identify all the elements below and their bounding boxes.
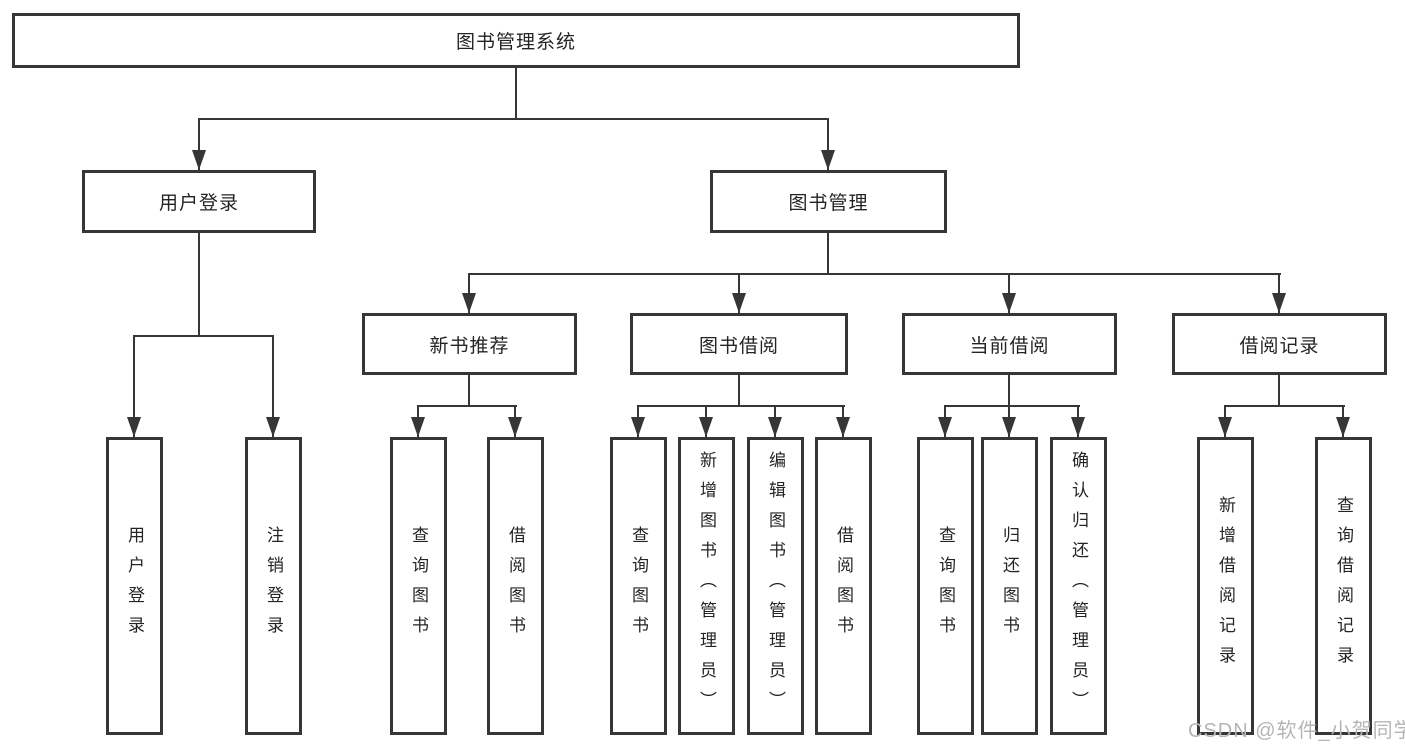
node-book-management: 图书管理 xyxy=(710,170,947,233)
arrowhead-query-books-current xyxy=(938,417,952,437)
leaf-query-borrow-record: 查询借阅记录 xyxy=(1315,437,1372,735)
connector-drop-book-management xyxy=(827,118,829,170)
connector-drop-user-login xyxy=(198,118,200,170)
arrowhead-return-books xyxy=(1002,417,1016,437)
arrowhead-confirm-return xyxy=(1071,417,1085,437)
leaf-borrow-books-recommend: 借阅图书 xyxy=(487,437,544,735)
arrowhead-borrow-books xyxy=(836,417,850,437)
leaf-edit-books-admin: 编辑图书（管理员） xyxy=(747,437,804,735)
leaf-add-books-admin: 新增图书（管理员） xyxy=(678,437,735,735)
connector-level2-rail xyxy=(468,273,1281,275)
connector-drop-leaf-user-login xyxy=(133,335,135,437)
arrowhead-borrow-books-rec xyxy=(508,417,522,437)
arrowhead-query-books-borrow xyxy=(631,417,645,437)
leaf-return-books: 归还图书 xyxy=(981,437,1038,735)
arrowhead-query-borrow-record xyxy=(1336,417,1350,437)
connector-book-management-stem xyxy=(827,233,829,275)
connector-borrowing-records-stem xyxy=(1278,375,1280,407)
node-new-book-recommend: 新书推荐 xyxy=(362,313,577,375)
arrowhead-add-borrow-record xyxy=(1218,417,1232,437)
connector-new-book-recommend-stem xyxy=(468,375,470,407)
connector-borrowing-records-rail xyxy=(1224,405,1345,407)
arrowhead-book-borrowing xyxy=(732,293,746,313)
arrowhead-query-books-rec xyxy=(411,417,425,437)
connector-user-login-stem xyxy=(198,233,200,337)
connector-book-borrowing-stem xyxy=(738,375,740,407)
leaf-logout-login: 注销登录 xyxy=(245,437,302,735)
leaf-query-books-current: 查询图书 xyxy=(917,437,974,735)
arrowhead-edit-books xyxy=(768,417,782,437)
arrowhead-new-book-recommend xyxy=(462,293,476,313)
arrowhead-leaf-logout xyxy=(266,417,280,437)
node-borrowing-records: 借阅记录 xyxy=(1172,313,1387,375)
connector-current-borrowing-stem xyxy=(1008,375,1010,407)
connector-level1-rail xyxy=(198,118,829,120)
arrowhead-borrowing-records xyxy=(1272,293,1286,313)
leaf-query-books-recommend: 查询图书 xyxy=(390,437,447,735)
connector-current-borrowing-rail xyxy=(944,405,1080,407)
arrowhead-leaf-user-login xyxy=(127,417,141,437)
connector-drop-leaf-logout xyxy=(272,335,274,437)
arrowhead-add-books xyxy=(699,417,713,437)
leaf-confirm-return-admin: 确认归还（管理员） xyxy=(1050,437,1107,735)
node-book-borrowing: 图书借阅 xyxy=(630,313,848,375)
connector-user-login-rail xyxy=(133,335,274,337)
node-user-login: 用户登录 xyxy=(82,170,316,233)
leaf-user-login: 用户登录 xyxy=(106,437,163,735)
node-root-library-system: 图书管理系统 xyxy=(12,13,1020,68)
arrowhead-book-management xyxy=(821,150,835,170)
leaf-add-borrow-record: 新增借阅记录 xyxy=(1197,437,1254,735)
arrowhead-current-borrowing xyxy=(1002,293,1016,313)
csdn-watermark: CSDN @软件_小贺同学 xyxy=(1188,720,1405,742)
leaf-query-books-borrowing: 查询图书 xyxy=(610,437,667,735)
connector-new-book-recommend-rail xyxy=(417,405,517,407)
connector-root-stem xyxy=(515,68,517,120)
leaf-borrow-books: 借阅图书 xyxy=(815,437,872,735)
node-current-borrowing: 当前借阅 xyxy=(902,313,1117,375)
arrowhead-user-login xyxy=(192,150,206,170)
connector-book-borrowing-rail xyxy=(637,405,845,407)
